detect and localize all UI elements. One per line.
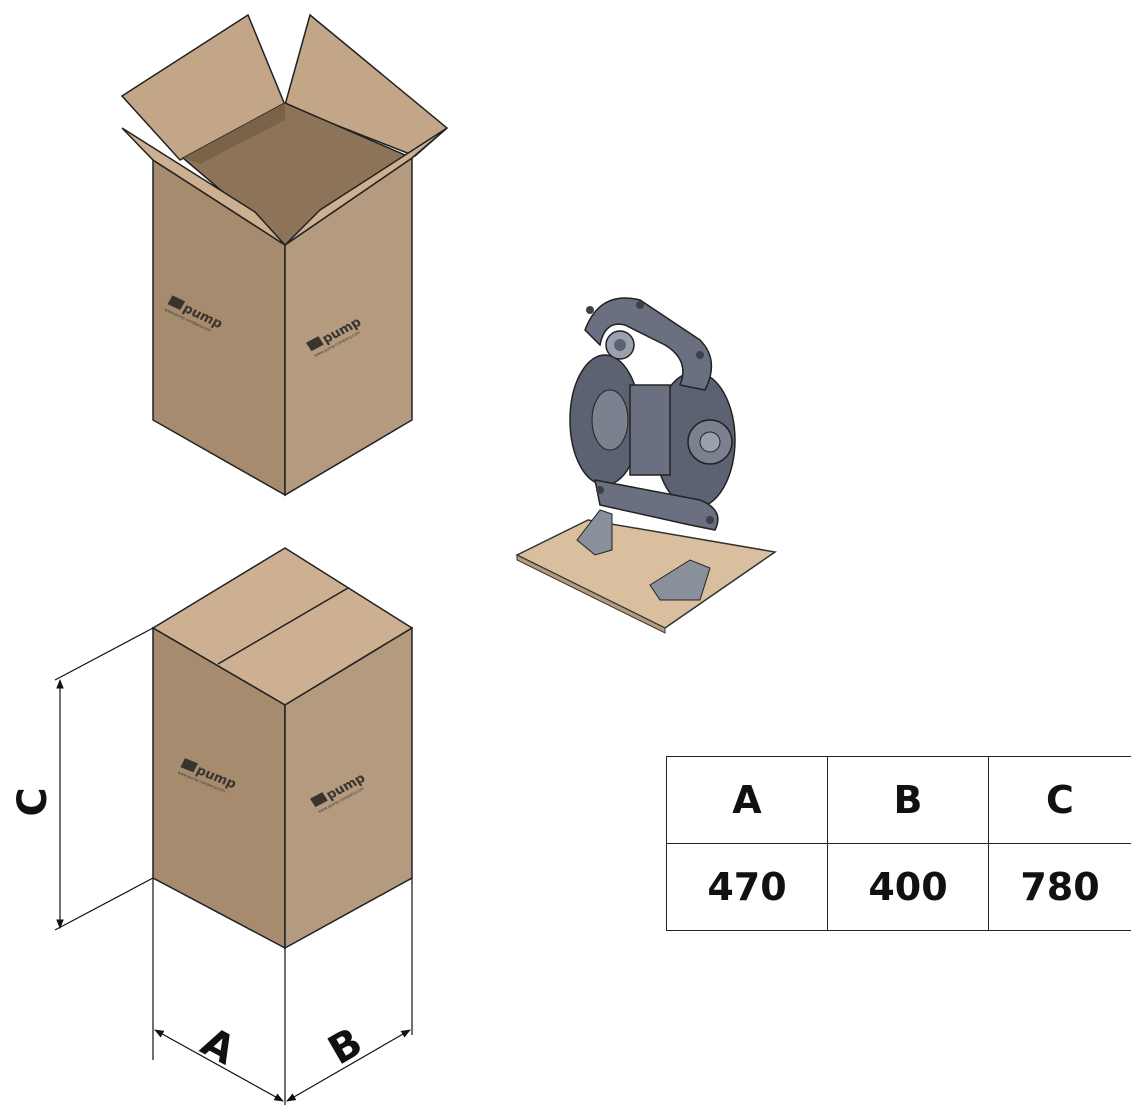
open-box-front-right-flap: [284, 127, 448, 246]
dimension-table-header-row: A B C: [666, 756, 1131, 844]
dimension-b-line: [286, 1029, 411, 1102]
dimension-table-value-a: 470: [666, 843, 828, 931]
pump-icon: [569, 297, 736, 601]
closed-box: pump www.pump-company.com pump www.pump-…: [151, 547, 414, 950]
dimension-table: A B C 470 400 780: [666, 756, 1131, 931]
open-box: pump www.pump-company.com pump www.pump-…: [120, 13, 449, 497]
dimension-c-label: C: [10, 787, 56, 816]
dimension-table-value-row: 470 400 780: [666, 843, 1131, 931]
dimension-table-header-c: C: [988, 756, 1131, 844]
dimension-table-header-b: B: [827, 756, 989, 844]
dimension-table-value-b: 400: [827, 843, 989, 931]
dimension-a-label: A: [194, 1019, 243, 1074]
dimension-table-header-a: A: [666, 756, 828, 844]
dimension-lines: [54, 627, 413, 1105]
dimension-b-label: B: [321, 1019, 370, 1074]
pump-on-pallet: [515, 297, 777, 634]
dimension-a-line: [154, 1029, 284, 1102]
dimension-table-value-c: 780: [988, 843, 1131, 931]
closed-box-flap-seam: [217, 587, 349, 665]
